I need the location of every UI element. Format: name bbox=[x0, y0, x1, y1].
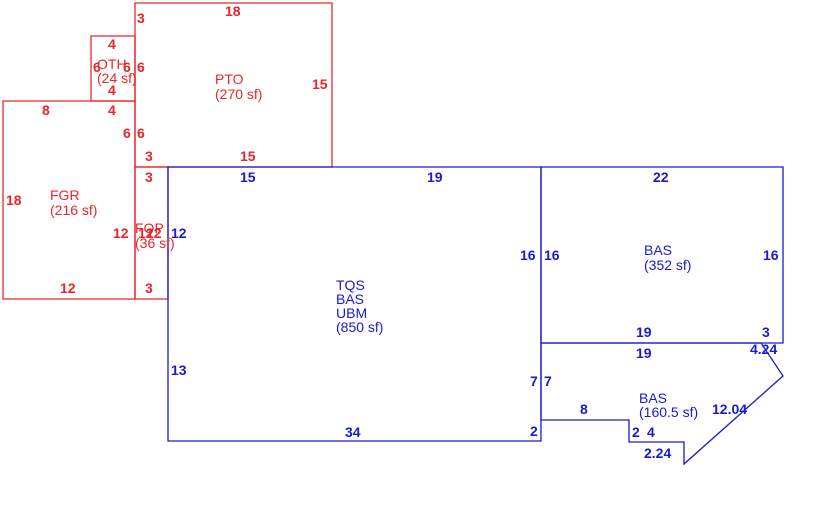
dim-label: 8 bbox=[42, 102, 50, 118]
dim-label: 3 bbox=[145, 148, 153, 164]
bas-lower-area: (160.5 sf) bbox=[639, 404, 698, 420]
blue-area-labels: TQS BAS UBM (850 sf) BAS (352 sf) BAS (1… bbox=[336, 242, 698, 420]
dim-label: 22 bbox=[653, 169, 669, 185]
dim-label: 19 bbox=[636, 324, 652, 340]
dim-label: 12 bbox=[138, 225, 154, 241]
dim-label: 16 bbox=[520, 247, 536, 263]
main-living-outline bbox=[167, 166, 542, 442]
dim-label: 18 bbox=[225, 3, 241, 19]
dim-label: 3 bbox=[145, 169, 153, 185]
dim-label: 7 bbox=[530, 373, 538, 389]
dim-label: 4 bbox=[108, 102, 116, 118]
dim-label: 2 bbox=[632, 424, 640, 440]
main-code-1: TQS bbox=[336, 277, 365, 293]
dim-label: 15 bbox=[240, 169, 256, 185]
dim-label: 8 bbox=[580, 401, 588, 417]
dim-label: 12 bbox=[171, 225, 187, 241]
red-area-labels: PTO (270 sf) OTH (24 sf) FGR (216 sf) FO… bbox=[50, 56, 262, 251]
dim-label: 6 bbox=[137, 125, 145, 141]
dim-label: 34 bbox=[345, 424, 361, 440]
fop-area: (36 sf) bbox=[135, 235, 175, 251]
dim-label: 3 bbox=[762, 324, 770, 340]
pto-code: PTO bbox=[215, 71, 244, 87]
bas-right-code: BAS bbox=[644, 242, 672, 258]
bas-right-outline bbox=[540, 166, 784, 344]
bas-lower-outline bbox=[540, 342, 784, 466]
dim-label: 3 bbox=[137, 10, 145, 26]
dim-label: 12 bbox=[146, 225, 162, 241]
dim-label: 4.24 bbox=[750, 341, 777, 357]
dim-label: 19 bbox=[427, 169, 443, 185]
dim-label: 19 bbox=[636, 345, 652, 361]
dim-label: 12.04 bbox=[712, 401, 747, 417]
dim-label: 6 bbox=[93, 59, 101, 75]
dim-label: 15 bbox=[312, 76, 328, 92]
fgr-area: (216 sf) bbox=[50, 202, 97, 218]
dim-label: 4 bbox=[108, 82, 116, 98]
main-area: (850 sf) bbox=[336, 319, 383, 335]
dim-label: 4 bbox=[108, 36, 116, 52]
blue-dimensions: 15 19 12 13 34 16 7 2 22 16 16 19 3 19 7… bbox=[171, 169, 779, 461]
dim-label: 7 bbox=[544, 373, 552, 389]
dim-label: 3 bbox=[145, 280, 153, 296]
dim-label: 6 bbox=[137, 59, 145, 75]
dim-label: 12 bbox=[60, 280, 76, 296]
dim-label: 6 bbox=[123, 59, 131, 75]
main-code-2: BAS bbox=[336, 291, 364, 307]
dim-label: 16 bbox=[544, 247, 560, 263]
pto-area: (270 sf) bbox=[215, 86, 262, 102]
dim-label: 2.24 bbox=[644, 445, 671, 461]
oth-code: OTH bbox=[97, 56, 127, 72]
dim-label: 6 bbox=[123, 125, 131, 141]
dim-label: 13 bbox=[171, 362, 187, 378]
red-dimensions: 18 3 15 6 6 3 15 4 6 6 4 8 4 18 6 12 12 … bbox=[6, 3, 328, 296]
dim-label: 15 bbox=[240, 148, 256, 164]
bas-right-area: (352 sf) bbox=[644, 257, 691, 273]
dim-label: 16 bbox=[763, 247, 779, 263]
bas-lower-code: BAS bbox=[639, 390, 667, 406]
fop-code: FOP bbox=[135, 220, 164, 236]
dim-label: 18 bbox=[6, 192, 22, 208]
dim-label: 12 bbox=[113, 225, 129, 241]
blue-structures bbox=[167, 166, 784, 466]
main-code-3: UBM bbox=[336, 305, 367, 321]
oth-area: (24 sf) bbox=[97, 70, 137, 86]
dim-label: 4 bbox=[647, 424, 655, 440]
dim-label: 2 bbox=[530, 423, 538, 439]
fgr-code: FGR bbox=[50, 187, 80, 203]
